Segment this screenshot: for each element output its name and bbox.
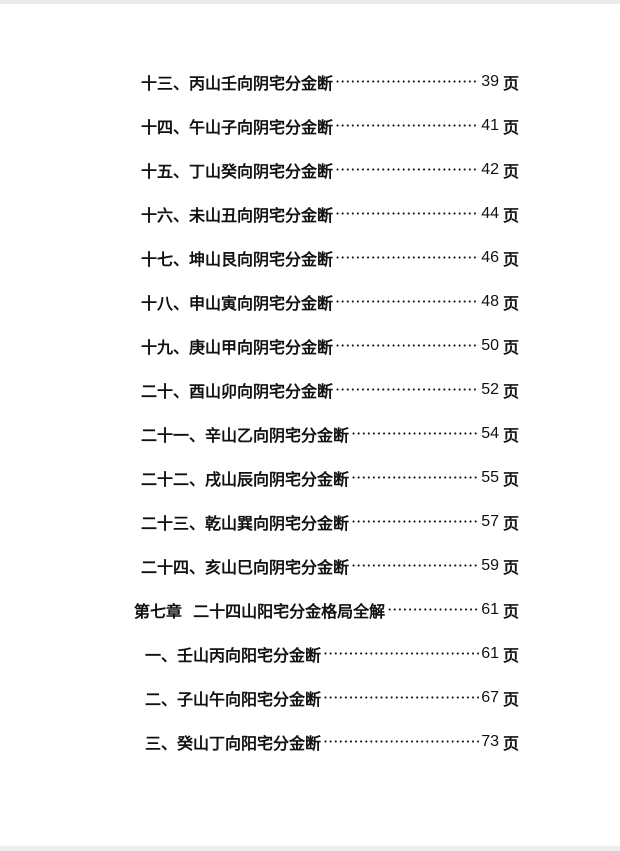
page-bottom-edge	[0, 846, 620, 851]
toc-leader-dots: ········································…	[335, 116, 479, 135]
toc-entry-title: 二十一、辛山乙向阴宅分金断	[141, 426, 350, 445]
toc-entry: 十四、午山子向阴宅分金断 ···························…	[141, 113, 519, 139]
toc-leader-dots: ········································…	[335, 204, 479, 223]
toc-leader-dots: ········································…	[335, 380, 479, 399]
toc-page-unit: 页	[502, 338, 519, 357]
toc-entry: 十五、丁山癸向阴宅分金断 ···························…	[141, 157, 519, 183]
toc-page-unit: 页	[502, 118, 519, 137]
toc-page-unit: 页	[502, 206, 519, 225]
toc-entry: 十八、申山寅向阴宅分金断 ···························…	[141, 289, 519, 315]
toc-chapter-title: 第七章 二十四山阳宅分金格局全解	[134, 602, 386, 621]
toc-entry: 二十二、戌山辰向阴宅分金断 ··························…	[141, 465, 519, 491]
toc-leader-dots: ········································…	[335, 160, 479, 179]
toc-page-number: 41	[481, 117, 499, 134]
toc-page-unit: 页	[502, 470, 519, 489]
toc-entry: 十七、坤山艮向阴宅分金断 ···························…	[141, 245, 519, 271]
toc-chapter-entry: 第七章 二十四山阳宅分金格局全解 ·······················…	[134, 597, 519, 623]
toc-entry-title: 十六、未山丑向阴宅分金断	[141, 206, 334, 225]
toc-leader-dots: ········································…	[387, 600, 479, 619]
toc-page-number: 46	[481, 249, 499, 266]
toc-page-unit: 页	[502, 602, 519, 621]
toc-entry-title: 十九、庚山甲向阴宅分金断	[141, 338, 334, 357]
toc-page-unit: 页	[502, 162, 519, 181]
toc-entry: 三、癸山丁向阳宅分金断 ····························…	[145, 729, 519, 755]
toc-page-number: 73	[481, 733, 499, 750]
toc-leader-dots: ········································…	[351, 556, 480, 575]
toc-page-number: 67	[481, 689, 499, 706]
toc-leader-dots: ········································…	[335, 72, 479, 91]
toc-entry-title: 十三、丙山壬向阴宅分金断	[141, 74, 334, 93]
toc-entry: 十三、丙山壬向阴宅分金断 ···························…	[141, 69, 519, 95]
toc-page-number: 59	[481, 557, 499, 574]
toc-entry: 二十、酉山卯向阴宅分金断 ···························…	[141, 377, 519, 403]
toc-page-number: 42	[481, 161, 499, 178]
page-top-edge	[0, 0, 620, 4]
toc-entry: 二、子山午向阳宅分金断 ····························…	[145, 685, 519, 711]
toc-entry-title: 三、癸山丁向阳宅分金断	[145, 734, 322, 753]
toc-entry-title: 二十二、戌山辰向阴宅分金断	[141, 470, 350, 489]
toc-page-number: 54	[481, 425, 499, 442]
toc-page-unit: 页	[502, 382, 519, 401]
toc-page-unit: 页	[502, 734, 519, 753]
toc-leader-dots: ········································…	[323, 644, 479, 663]
toc-page-unit: 页	[502, 250, 519, 269]
toc-leader-dots: ········································…	[351, 468, 480, 487]
toc-entry-title: 十四、午山子向阴宅分金断	[141, 118, 334, 137]
toc-entry-title: 十五、丁山癸向阴宅分金断	[141, 162, 334, 181]
toc-page-number: 61	[481, 645, 499, 662]
toc-entry-title: 十七、坤山艮向阴宅分金断	[141, 250, 334, 269]
toc-page-unit: 页	[502, 294, 519, 313]
toc-entry: 十九、庚山甲向阴宅分金断 ···························…	[141, 333, 519, 359]
toc-entry-title: 二十、酉山卯向阴宅分金断	[141, 382, 334, 401]
toc-leader-dots: ········································…	[335, 336, 479, 355]
toc-page-number: 61	[481, 601, 499, 618]
toc-page-number: 44	[481, 205, 499, 222]
toc-page-unit: 页	[502, 646, 519, 665]
toc-entry-title: 二、子山午向阳宅分金断	[145, 690, 322, 709]
toc-page-number: 52	[481, 381, 499, 398]
toc-entry: 十六、未山丑向阴宅分金断 ···························…	[141, 201, 519, 227]
toc-page-unit: 页	[502, 514, 519, 533]
toc-page-number: 39	[481, 73, 499, 90]
toc-page-unit: 页	[502, 74, 519, 93]
toc-page-number: 50	[481, 337, 499, 354]
toc-entry-title: 十八、申山寅向阴宅分金断	[141, 294, 334, 313]
toc-page-number: 55	[481, 469, 499, 486]
toc-leader-dots: ········································…	[351, 424, 480, 443]
toc-page-number: 57	[481, 513, 499, 530]
toc-page-unit: 页	[502, 426, 519, 445]
toc-entry-title: 二十四、亥山巳向阴宅分金断	[141, 558, 350, 577]
toc-entry: 二十一、辛山乙向阴宅分金断 ··························…	[141, 421, 519, 447]
toc-leader-dots: ········································…	[335, 292, 479, 311]
toc-page-unit: 页	[502, 558, 519, 577]
toc-entry-title: 一、壬山丙向阳宅分金断	[145, 646, 322, 665]
toc-leader-dots: ········································…	[335, 248, 479, 267]
toc-entry: 二十四、亥山巳向阴宅分金断 ··························…	[141, 553, 519, 579]
toc-leader-dots: ········································…	[323, 688, 479, 707]
toc-leader-dots: ········································…	[323, 732, 479, 751]
toc-page-unit: 页	[502, 690, 519, 709]
toc-entry-title: 二十三、乾山巽向阴宅分金断	[141, 514, 350, 533]
toc-entry: 一、壬山丙向阳宅分金断 ····························…	[145, 641, 519, 667]
toc-page-number: 48	[481, 293, 499, 310]
toc-leader-dots: ········································…	[351, 512, 480, 531]
toc-entry: 二十三、乾山巽向阴宅分金断 ··························…	[141, 509, 519, 535]
